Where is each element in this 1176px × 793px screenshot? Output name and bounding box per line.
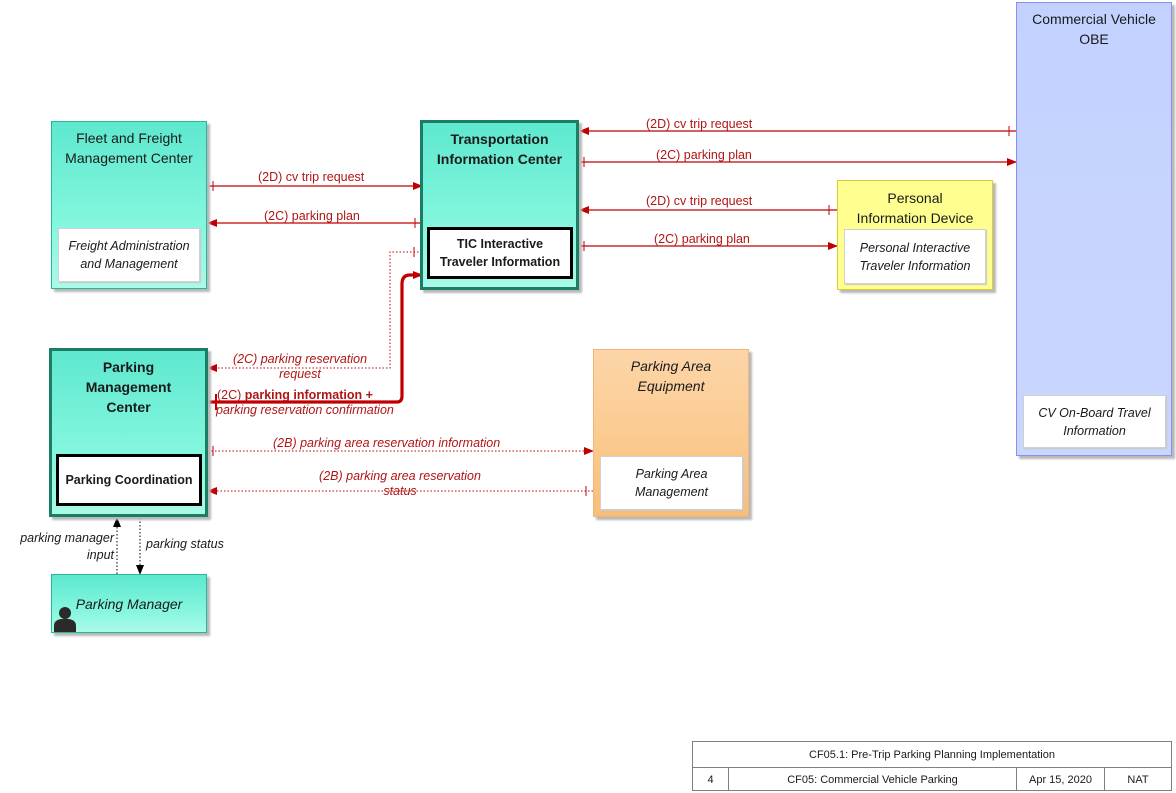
node-title: Fleet and Freight Management Center [52,128,206,168]
node-transportation-information-center[interactable]: Transportation Information Center TIC In… [420,120,579,290]
node-title: Commercial Vehicle OBE [1017,9,1171,49]
subsystem-label-line: Management [635,485,708,499]
node-title-line: Personal [887,190,943,206]
flow-label-pmc-tic-info: (2C) parking information + parking reser… [216,388,394,418]
node-title: Parking Area Equipment [594,356,748,396]
node-title-line: OBE [1079,31,1109,47]
subsystem-personal-interactive[interactable]: Personal Interactive Traveler Informatio… [844,229,986,284]
flow-label-tic-fleet-plan: (2C) parking plan [264,209,360,223]
flow-label-pae-pmc-status: (2B) parking area reservation status [290,469,510,499]
subsystem-parking-coordination[interactable]: Parking Coordination [56,454,202,506]
flow-label-tic-cvobe-plan: (2C) parking plan [656,148,752,162]
title-block-tag: NAT [1127,773,1149,786]
subsystem-label-line: Personal Interactive [859,240,971,255]
title-block-number: 4 [693,768,729,791]
subsystem-label-line: Parking Area [635,467,708,481]
subsystem-tic-interactive[interactable]: TIC Interactive Traveler Information [427,227,573,279]
flow-label-pm-status: parking status [146,537,224,551]
node-title-line: Transportation [450,131,549,147]
title-block-date: Apr 15, 2020 [1017,768,1105,791]
title-block-title: CF05.1: Pre-Trip Parking Planning Implem… [693,742,1171,768]
node-parking-area-equipment[interactable]: Parking Area Equipment Parking Area Mana… [593,349,749,517]
node-title: Personal Information Device [838,188,992,228]
node-parking-management-center[interactable]: Parking Management Center Parking Coordi… [49,348,208,517]
node-title-line: Parking [102,359,155,375]
node-title-line: Information Center [436,151,563,167]
subsystem-label-line: and Management [80,257,178,271]
node-commercial-vehicle-obe[interactable]: Commercial Vehicle OBE CV On-Board Trave… [1016,2,1172,456]
subsystem-freight-admin[interactable]: Freight Administration and Management [58,228,200,282]
node-title-line: Information Device [856,210,974,226]
flow-label-line: input [86,548,114,562]
flow-label-pm-input: parking manager input [6,530,114,564]
node-title-line: Center [106,399,151,415]
subsystem-label-line: TIC Interactive [456,237,544,251]
subsystem-cv-onboard-travel[interactable]: CV On-Board Travel Information [1023,395,1166,448]
subsystem-label-line: CV On-Board Travel [1038,405,1151,420]
flow-line-tic-pmc-res [207,251,422,372]
node-title-line: Equipment [637,378,705,394]
flow-label-cvobe-tic-trip: (2D) cv trip request [646,117,753,131]
node-fleet-freight-management-center[interactable]: Fleet and Freight Management Center Frei… [51,121,207,289]
flow-label-line: request [279,367,321,381]
node-title-line: Management [85,379,172,395]
node-personal-information-device[interactable]: Personal Information Device Personal Int… [837,180,993,290]
flow-label-line: (2B) parking area reservation [319,469,481,483]
subsystem-label-line: Information [1063,423,1126,438]
node-parking-manager[interactable]: Parking Manager [51,574,207,633]
node-title-line: Commercial Vehicle [1032,11,1156,27]
flow-label-line: parking reservation confirmation [216,403,394,417]
node-title-line: Parking Area [630,358,712,374]
flow-line-pmc-tic-info [208,271,423,404]
diagram-title-block: CF05.1: Pre-Trip Parking Planning Implem… [692,741,1172,791]
subsystem-label-line: Freight Administration [68,239,190,253]
flow-label-bold: parking information + [244,388,373,402]
person-icon [54,607,76,632]
node-title-line: Parking Manager [75,596,183,612]
subsystem-label-line: Traveler Information [859,258,971,273]
flow-label-tic-pid-plan: (2C) parking plan [654,232,750,246]
node-title: Transportation Information Center [423,129,576,169]
node-title: Parking Manager [52,594,206,614]
flow-label-line: parking manager [20,531,114,545]
flow-label-pid-tic-trip: (2D) cv trip request [646,194,753,208]
flow-label-pmc-pae-res: (2B) parking area reservation informatio… [273,436,501,450]
subsystem-label-line: Traveler Information [439,255,561,269]
node-title-line: Fleet and Freight [76,130,182,146]
flow-label-line: (2C) parking reservation [232,352,368,366]
flow-label-tic-pmc-res: (2C) parking reservation request [215,352,385,382]
flow-label-prefix: (2C) [217,388,245,402]
subsystem-parking-area-management[interactable]: Parking Area Management [600,456,743,510]
node-title-line: Management Center [65,150,193,166]
flow-label-line: status [383,484,417,498]
node-title: Parking Management Center [52,357,205,417]
title-block-service: CF05: Commercial Vehicle Parking [729,768,1017,791]
subsystem-label-line: Parking Coordination [65,473,193,487]
flow-label-fleet-tic-trip: (2D) cv trip request [258,170,365,184]
